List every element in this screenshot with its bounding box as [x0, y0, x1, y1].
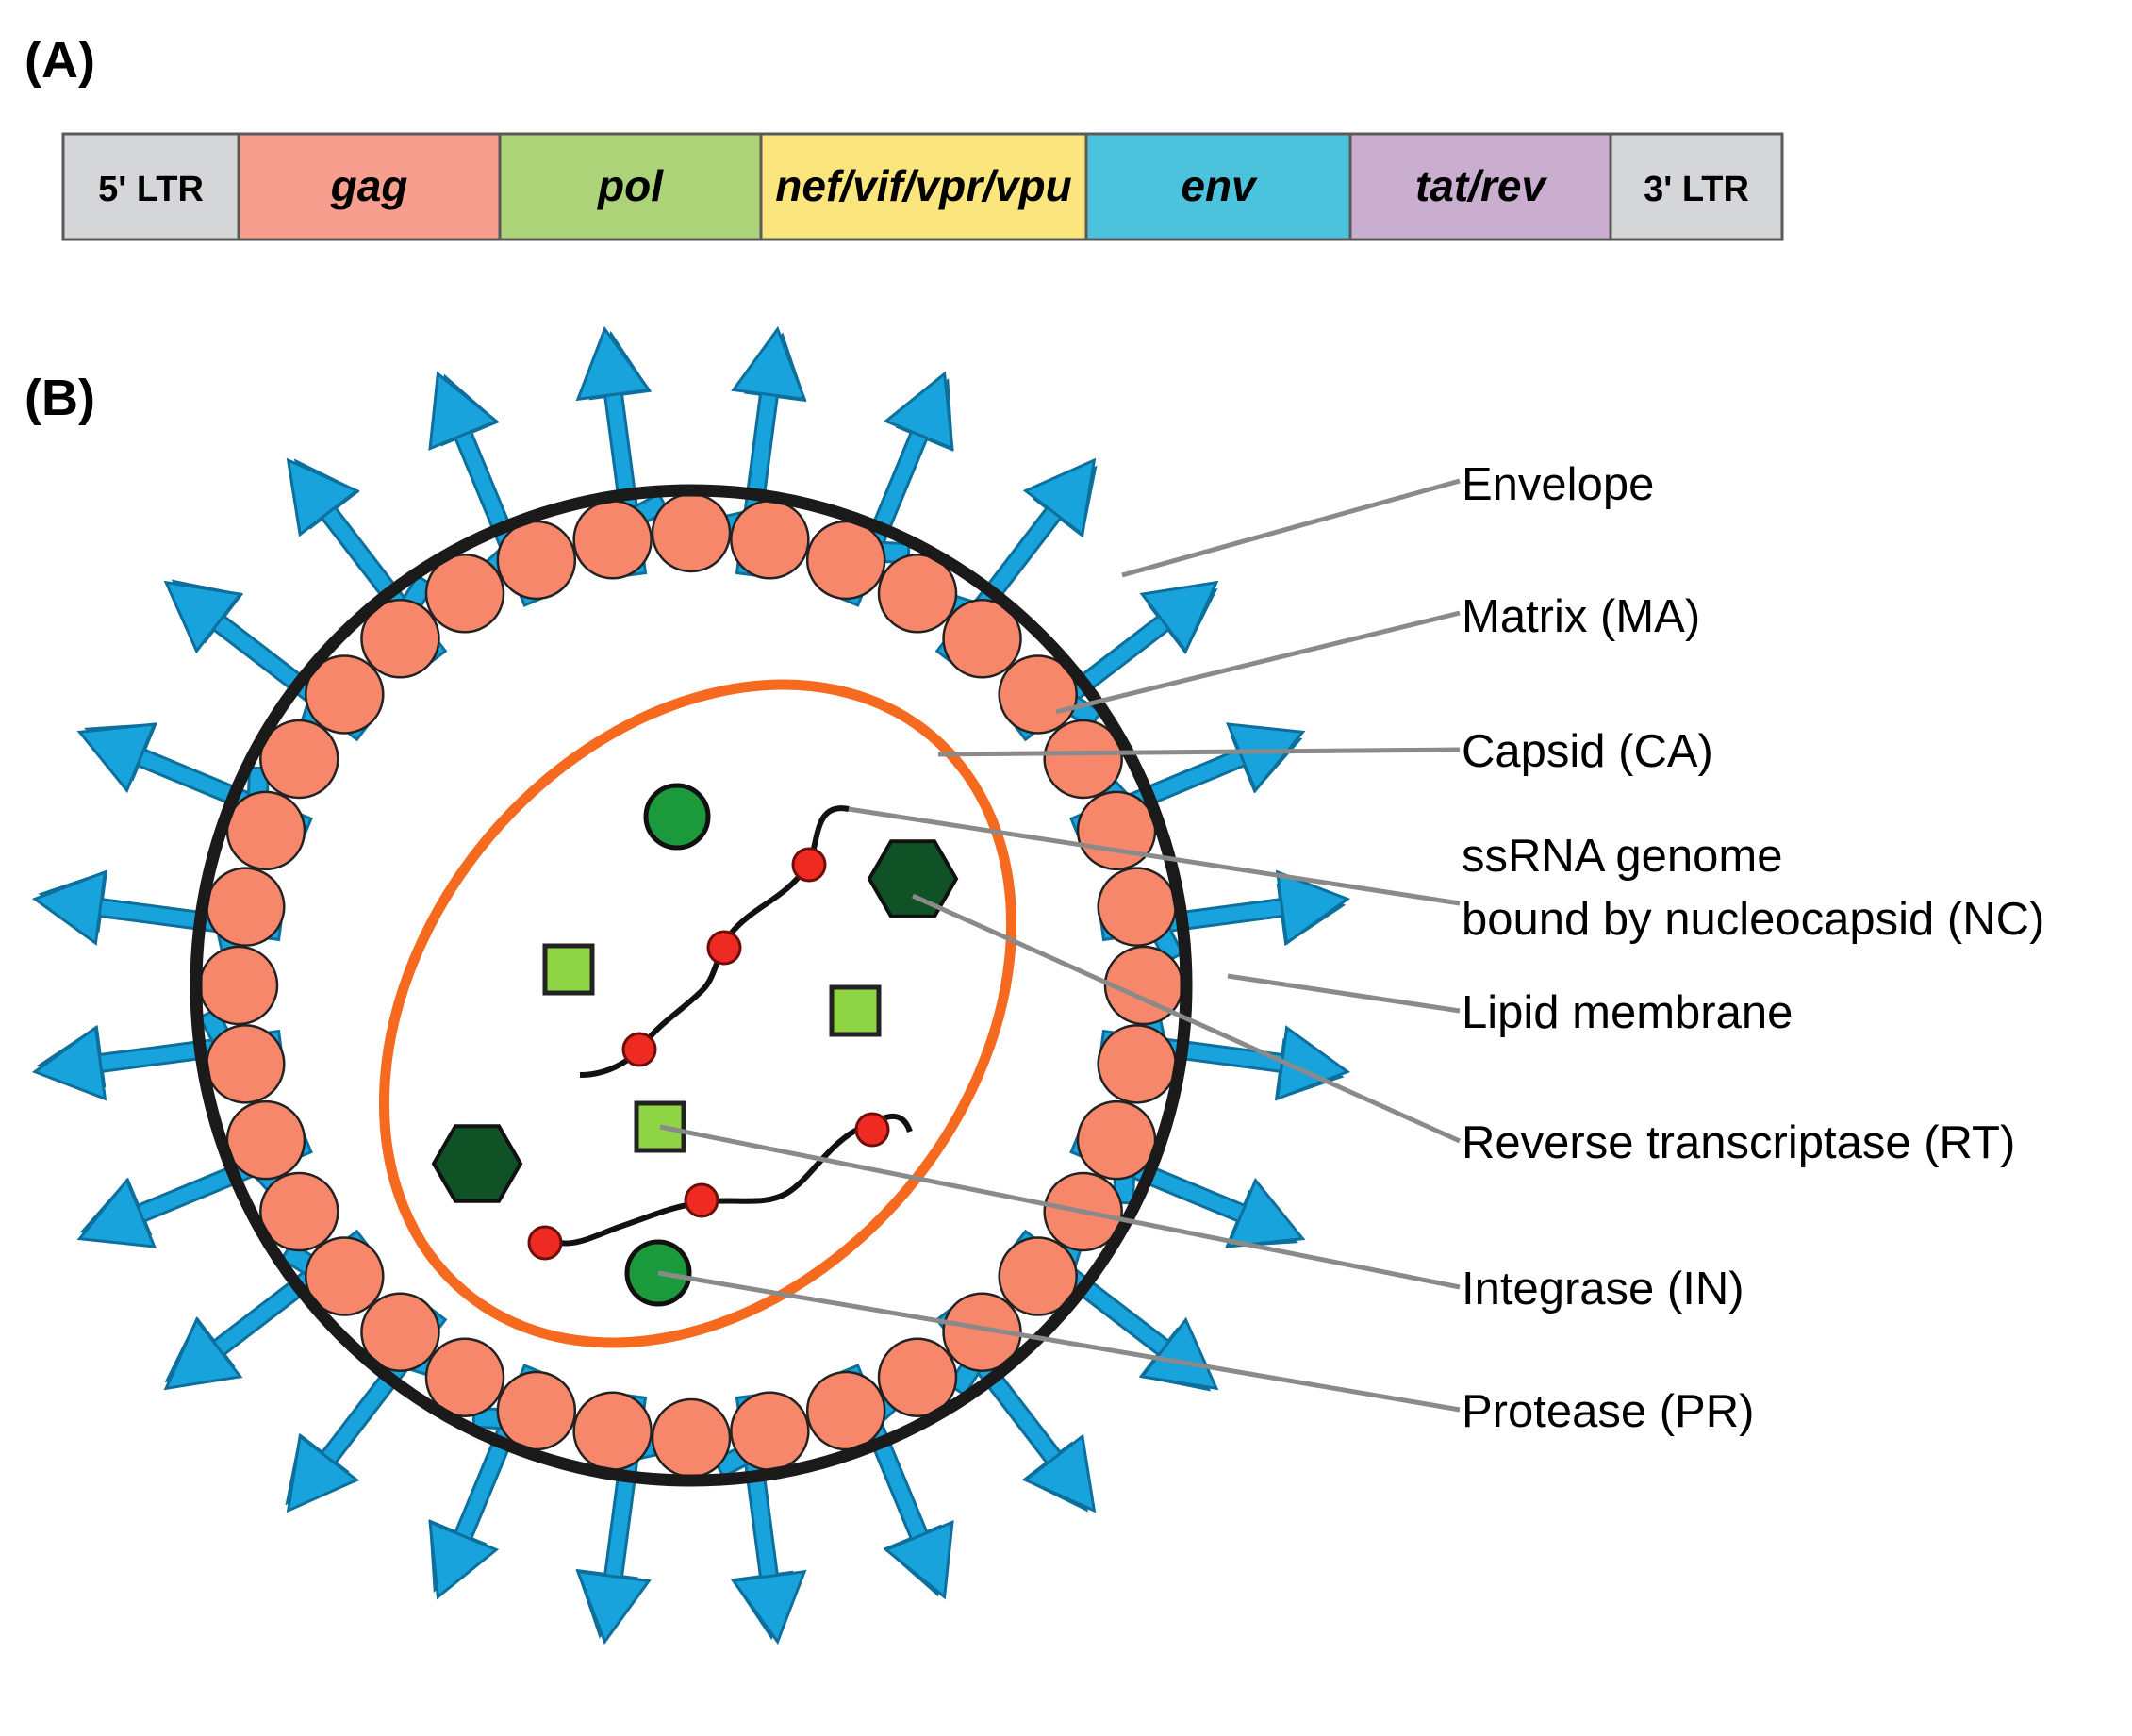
- genome-segment-box: [1348, 132, 1612, 241]
- lipid-membrane-label: Lipid membrane: [1462, 987, 1793, 1038]
- genome-segment-label: 3' LTR: [1644, 170, 1749, 209]
- integrase-icon: [829, 984, 882, 1037]
- matrix-protein: [1097, 1024, 1177, 1104]
- matrix-protein: [572, 500, 653, 580]
- matrix-protein: [877, 554, 958, 634]
- panel-b-label: (B): [25, 370, 95, 426]
- rt-leader: [911, 893, 1462, 1144]
- lipid-membrane: [190, 484, 1193, 1487]
- matrix-protein: [225, 790, 306, 871]
- matrix-protein: [877, 1337, 958, 1417]
- genome-segment-box: [1609, 132, 1784, 241]
- genome-segment: 5' LTR: [61, 132, 240, 241]
- rt-label: Reverse transcriptase (RT): [1462, 1117, 2015, 1168]
- genome-segment: pol: [498, 132, 763, 241]
- lipid-leader: [1227, 973, 1461, 1014]
- genome-segment: 3' LTR: [1609, 132, 1784, 241]
- matrix-label: Matrix (MA): [1462, 591, 1700, 642]
- ssrna-label-line2: bound by nucleocapsid (NC): [1462, 894, 2044, 945]
- genome-segment-label: gag: [330, 161, 408, 210]
- matrix-protein: [730, 1391, 810, 1471]
- matrix-protein: [942, 599, 1022, 679]
- capsid-cone: [378, 679, 1017, 1348]
- integrase-label: Integrase (IN): [1462, 1264, 1744, 1314]
- matrix-protein: [998, 1236, 1078, 1316]
- matrix-leader: [1055, 610, 1461, 715]
- matrix-protein: [1076, 1099, 1157, 1181]
- integrase-leader: [659, 1124, 1461, 1290]
- protease-leader: [657, 1270, 1461, 1413]
- matrix-protein: [496, 520, 577, 601]
- genome-segment: env: [1084, 132, 1352, 241]
- matrix-protein: [206, 867, 286, 947]
- nucleocapsid-bead: [684, 1182, 719, 1218]
- genome-segment: nef/vif/vpr/vpu: [759, 132, 1088, 241]
- matrix-protein: [360, 599, 440, 679]
- ssrna-leader: [848, 806, 1461, 906]
- matrix-protein: [424, 1337, 505, 1417]
- matrix-protein: [360, 1292, 440, 1372]
- genome-map: 5' LTR gag pol nef/vif/vpr/vpu env tat/rev 3' …: [61, 132, 1784, 241]
- panel-a-label: (A): [25, 32, 95, 89]
- matrix-protein: [225, 1099, 306, 1181]
- matrix-protein: [1076, 790, 1157, 871]
- matrix-protein: [730, 500, 810, 580]
- capsid-label: Capsid (CA): [1462, 726, 1713, 777]
- genome-segment-label: tat/rev: [1415, 161, 1547, 210]
- virion-diagram: [31, 325, 1351, 1645]
- envelope-label: Envelope: [1462, 459, 1654, 510]
- matrix-protein: [424, 554, 505, 634]
- protease-label: Protease (PR): [1462, 1386, 1754, 1437]
- matrix-protein: [942, 1292, 1022, 1372]
- genome-segment-box: [237, 132, 502, 241]
- matrix-protein: [651, 1397, 732, 1479]
- matrix-protein: [651, 492, 732, 573]
- matrix-protein: [259, 1171, 339, 1252]
- integrase-icon: [542, 943, 595, 996]
- reverse-transcriptase-icon: [431, 1124, 523, 1203]
- matrix-protein: [496, 1370, 577, 1451]
- nucleocapsid-bead: [791, 847, 827, 883]
- integrase-icon: [634, 1100, 686, 1153]
- capsid-contents: [431, 783, 959, 1307]
- matrix-protein: [572, 1391, 653, 1471]
- matrix-ring: [198, 492, 1184, 1479]
- nucleocapsid-bead: [621, 1032, 657, 1067]
- nucleocapsid-bead: [706, 930, 742, 966]
- envelope-spike: [835, 1364, 954, 1600]
- nucleocapsid-bead: [527, 1225, 563, 1261]
- ssrna-label-line1: ssRNA genome: [1462, 831, 1782, 882]
- genome-segment-box: [61, 132, 240, 241]
- genome-segment-box: [1084, 132, 1352, 241]
- matrix-protein: [206, 1024, 286, 1104]
- callouts: Envelope Matrix (MA) Capsid (CA) ssRNA g…: [657, 459, 2044, 1437]
- genome-segment-label: 5' LTR: [98, 170, 204, 209]
- matrix-protein: [805, 1370, 886, 1451]
- genome-segment-label: pol: [596, 161, 664, 210]
- matrix-protein: [305, 1236, 385, 1316]
- capsid-leader: [937, 747, 1461, 757]
- protease-icon: [643, 783, 711, 851]
- reverse-transcriptase-icon: [867, 839, 959, 918]
- genome-segment: gag: [237, 132, 502, 241]
- matrix-protein: [259, 719, 339, 800]
- matrix-protein: [198, 945, 279, 1026]
- genome-segment-label: env: [1181, 161, 1258, 210]
- envelope-leader: [1121, 478, 1461, 578]
- matrix-protein: [305, 654, 385, 735]
- rna-strand: [540, 1113, 913, 1247]
- matrix-protein: [1043, 719, 1123, 800]
- matrix-protein: [805, 520, 886, 601]
- matrix-protein: [1097, 867, 1177, 947]
- genome-segment-label: nef/vif/vpr/vpu: [775, 161, 1071, 210]
- genome-segment: tat/rev: [1348, 132, 1612, 241]
- nucleocapsid-bead: [854, 1112, 890, 1148]
- genome-segment-box: [498, 132, 763, 241]
